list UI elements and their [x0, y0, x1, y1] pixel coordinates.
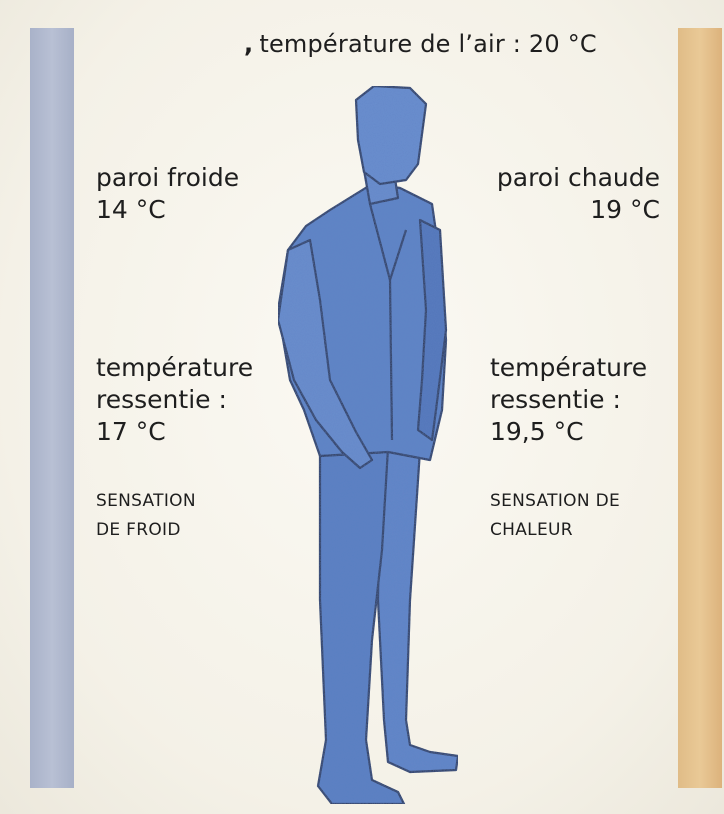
warm-felt-value: 19,5 °C — [490, 416, 647, 448]
air-temperature: ,température de l’air : 20 °C — [244, 30, 597, 58]
cold-sensation: SENSATION DE FROID — [96, 487, 196, 545]
cold-wall-info: paroi froide 14 °C — [96, 162, 239, 226]
warm-wall — [678, 28, 722, 788]
warm-wall-temperature: 19 °C — [497, 194, 660, 226]
cold-wall-temperature: 14 °C — [96, 194, 239, 226]
cold-felt-label-1: température — [96, 352, 253, 384]
cold-sensation-line-2: DE FROID — [96, 516, 196, 545]
warm-wall-info: paroi chaude 19 °C — [497, 162, 660, 226]
cold-wall — [30, 28, 74, 788]
cold-wall-label: paroi froide — [96, 162, 239, 194]
cold-felt-value: 17 °C — [96, 416, 253, 448]
warm-felt-label-2: ressentie : — [490, 384, 647, 416]
warm-sensation-line-1: SENSATION DE — [490, 487, 620, 516]
cold-sensation-line-1: SENSATION — [96, 487, 196, 516]
cold-felt-temperature: température ressentie : 17 °C — [96, 352, 253, 448]
warm-sensation: SENSATION DE CHALEUR — [490, 487, 620, 545]
warm-felt-label-1: température — [490, 352, 647, 384]
bullet-icon: , — [244, 30, 253, 58]
air-temperature-label: température de l’air : 20 °C — [259, 30, 597, 58]
cold-felt-label-2: ressentie : — [96, 384, 253, 416]
standing-man-icon — [260, 80, 480, 810]
warm-sensation-line-2: CHALEUR — [490, 516, 620, 545]
warm-felt-temperature: température ressentie : 19,5 °C — [490, 352, 647, 448]
warm-wall-label: paroi chaude — [497, 162, 660, 194]
